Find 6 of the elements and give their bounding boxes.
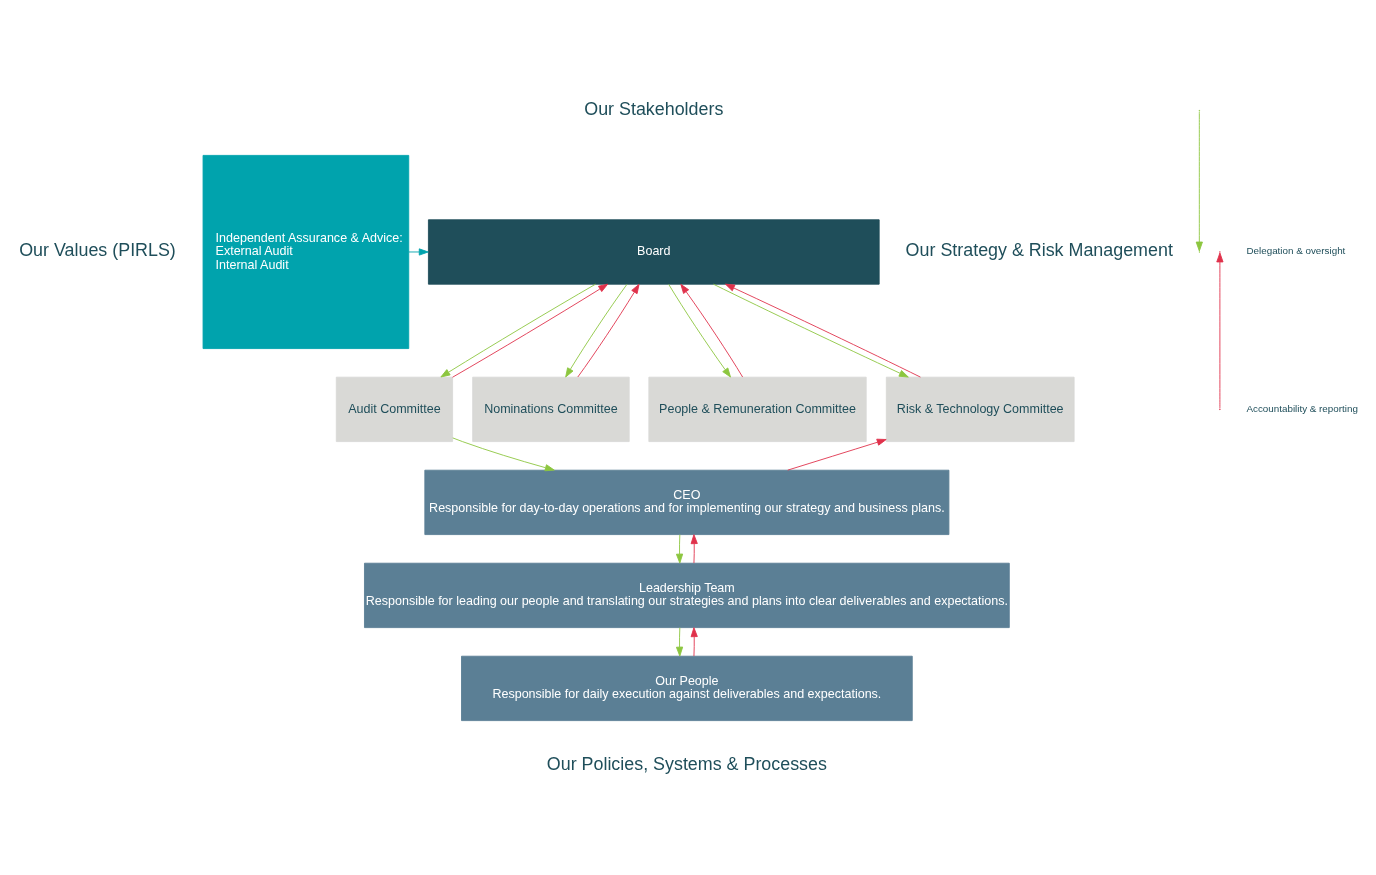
label: Our Strategy & Risk Management: [905, 239, 1173, 260]
legend-label: Accountability & reporting: [1246, 402, 1358, 414]
label: Our Stakeholders: [584, 98, 724, 119]
label: Our Policies, Systems & Processes: [546, 753, 827, 774]
legend-label: Delegation & oversight: [1246, 244, 1346, 256]
label: Our Values (PIRLS): [19, 239, 176, 260]
